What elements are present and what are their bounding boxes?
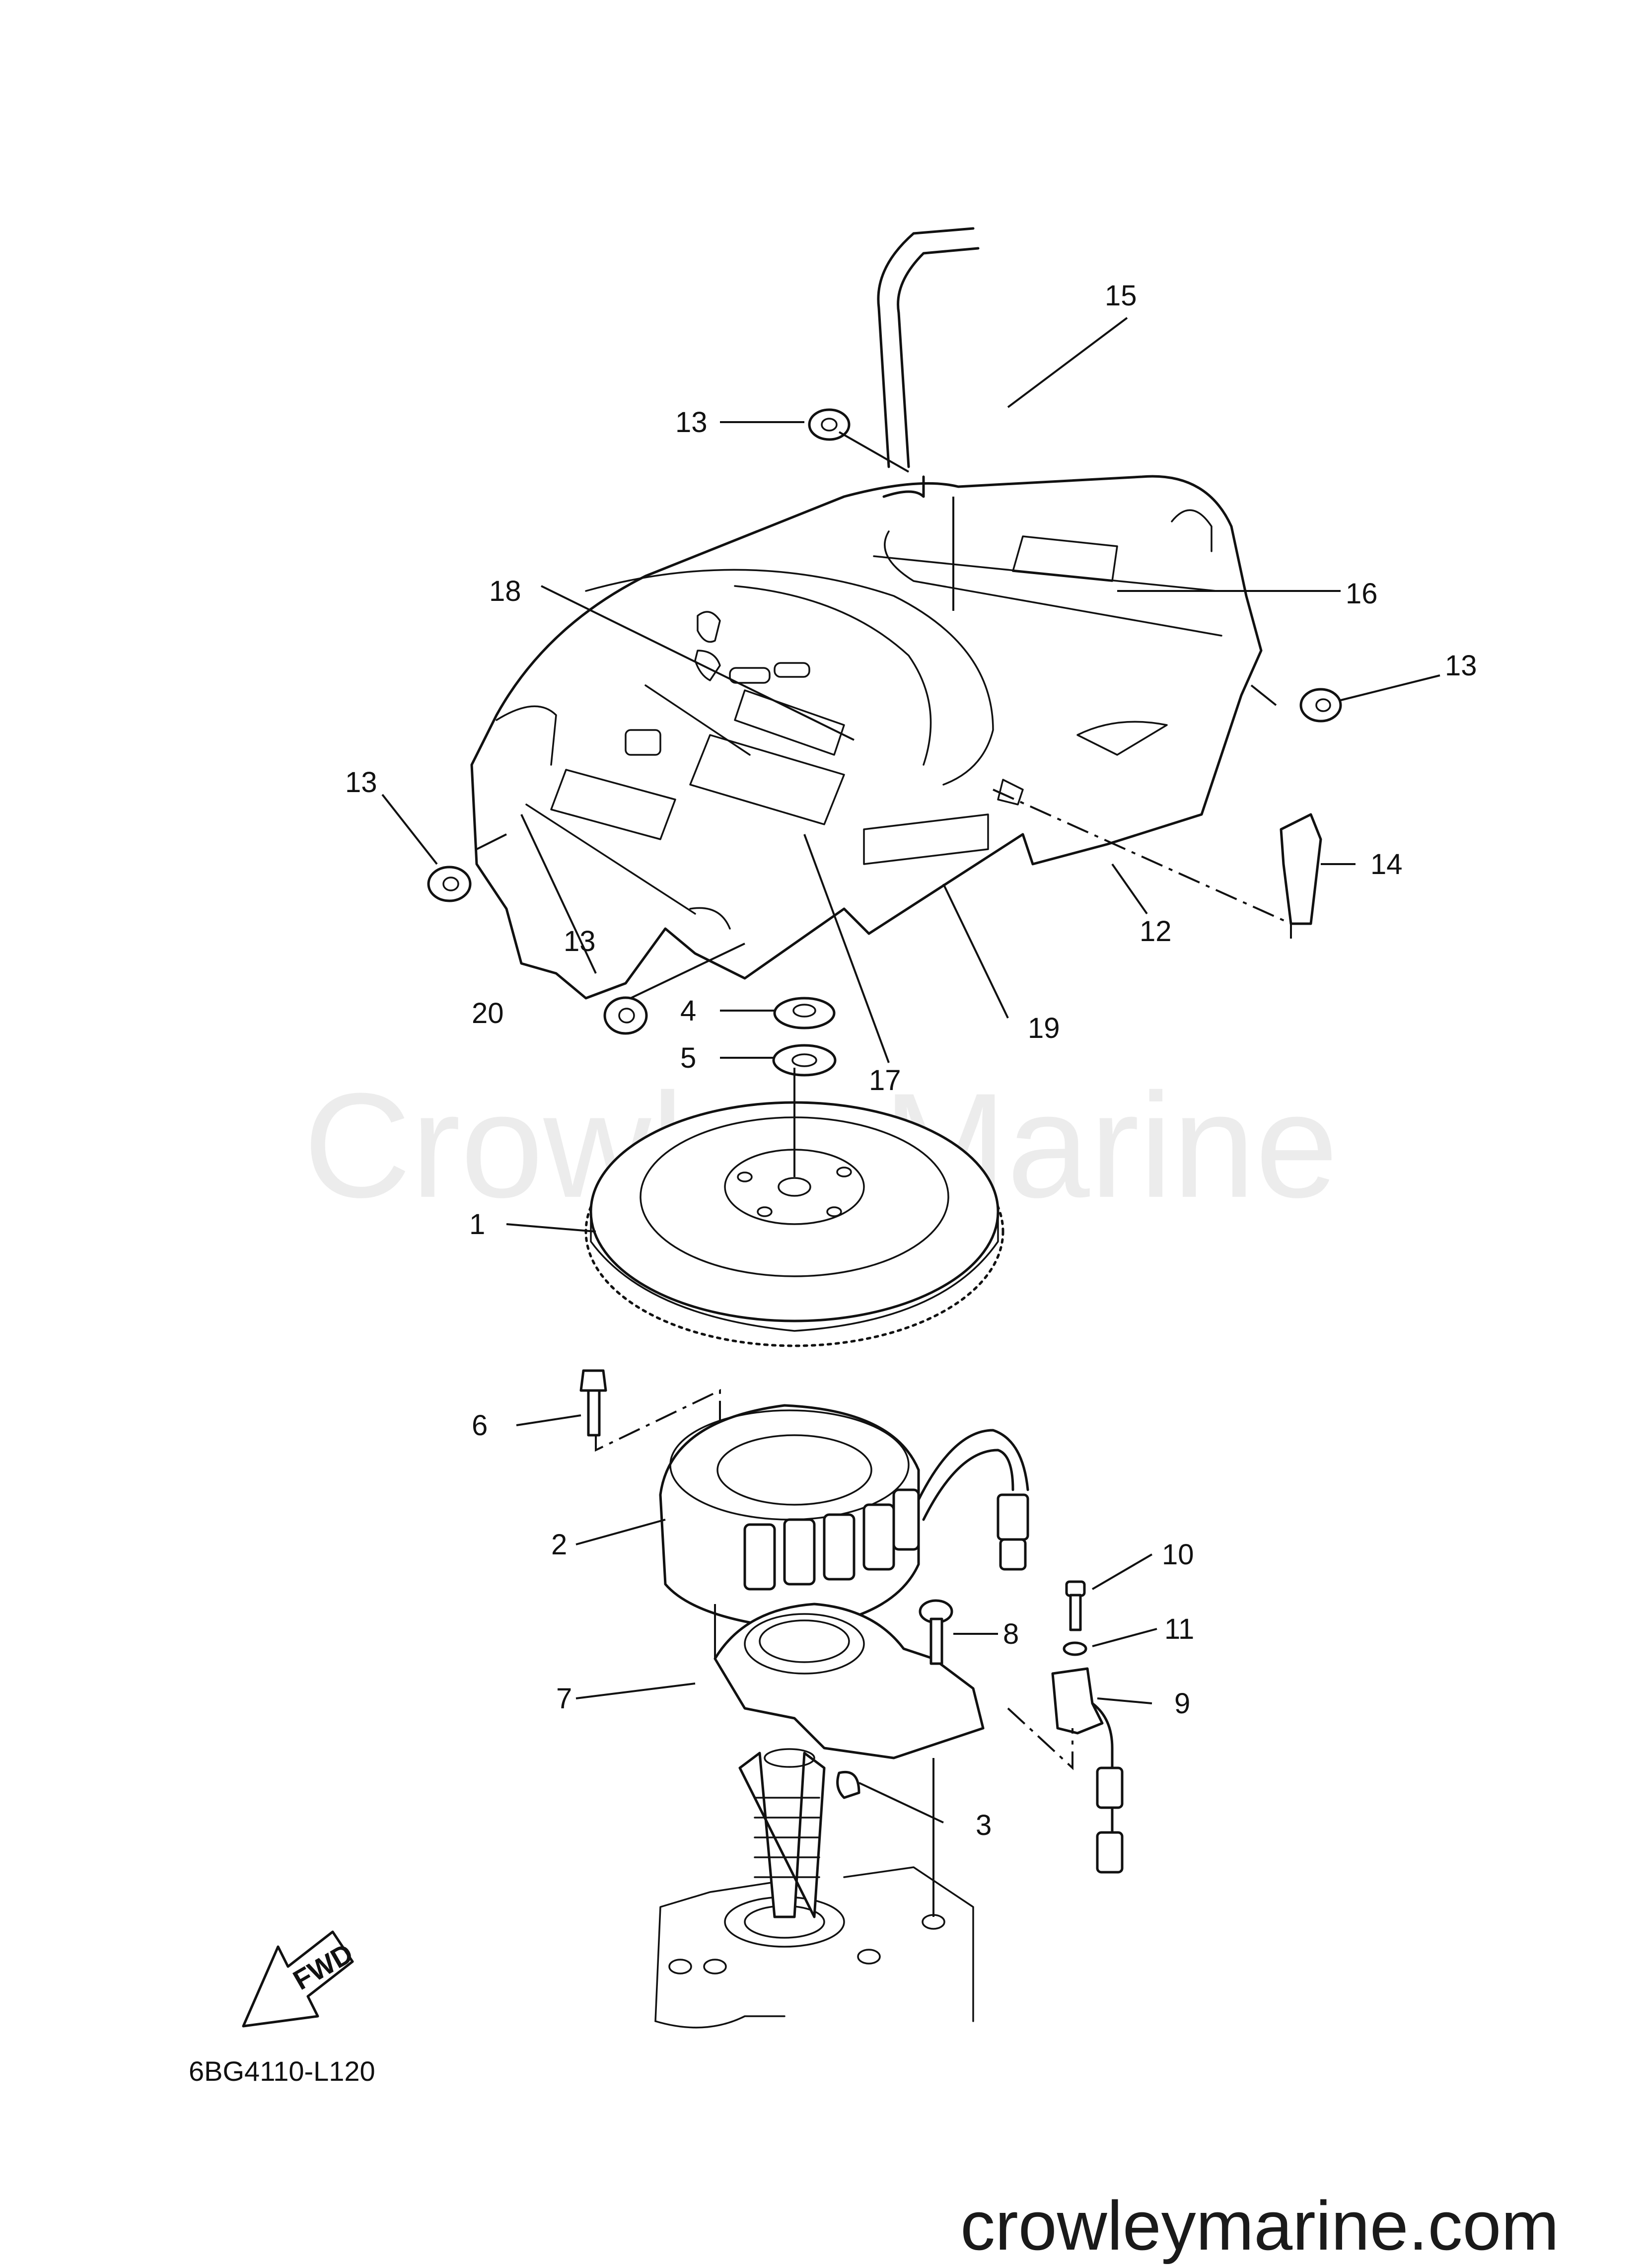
callout-11: 11 [1164, 1613, 1194, 1645]
callout-10: 10 [1162, 1538, 1194, 1571]
callout-13-left: 13 [345, 766, 377, 799]
hose [877, 227, 980, 498]
callout-8: 8 [1003, 1618, 1019, 1650]
bolt-8 [919, 1599, 953, 1665]
bolt [579, 1369, 607, 1437]
callout-6: 6 [472, 1409, 488, 1442]
callout-2: 2 [551, 1529, 567, 1561]
leader-lines [381, 317, 1440, 1824]
grommet-left [427, 866, 472, 902]
callout-20: 20 [472, 997, 504, 1029]
washer [772, 1044, 837, 1077]
callout-4: 4 [680, 995, 696, 1027]
callout-5: 5 [680, 1042, 696, 1074]
callout-labels: 1 2 3 4 5 6 7 8 9 10 11 12 13 13 13 13 1… [345, 280, 1477, 1841]
grommet-bottom [603, 996, 648, 1035]
clip [1280, 813, 1322, 925]
screw-10 [1065, 1580, 1086, 1631]
callout-13-top: 13 [675, 406, 708, 439]
thermo-sensor [1051, 1667, 1124, 1874]
callout-13-right: 13 [1445, 650, 1477, 682]
callout-7: 7 [556, 1683, 572, 1715]
fwd-arrow-icon: FWD [242, 1930, 358, 2028]
callout-1: 1 [469, 1208, 485, 1241]
flywheel-cover [470, 475, 1263, 1000]
callout-18: 18 [489, 575, 521, 607]
callout-17: 17 [869, 1064, 901, 1097]
grommet-right [1299, 688, 1342, 723]
crankcase [654, 1748, 974, 2029]
callout-16: 16 [1346, 578, 1378, 610]
callout-15: 15 [1105, 280, 1137, 312]
washer-11 [1063, 1641, 1087, 1656]
callout-13-bottom: 13 [564, 925, 596, 957]
callout-19: 19 [1028, 1012, 1060, 1044]
flywheel [584, 1068, 1004, 1347]
stator [659, 1404, 1029, 1630]
woodruff-key [836, 1771, 860, 1799]
nut [773, 997, 836, 1029]
callout-3: 3 [976, 1809, 992, 1841]
callout-12: 12 [1140, 915, 1172, 948]
pulser-coil-base [714, 1603, 985, 1759]
footer-url: crowleymarine.com [960, 2187, 1559, 2265]
diagram-code: 6BG4110-L120 [189, 2055, 375, 2087]
callout-14: 14 [1370, 848, 1403, 880]
callout-9: 9 [1174, 1687, 1190, 1720]
